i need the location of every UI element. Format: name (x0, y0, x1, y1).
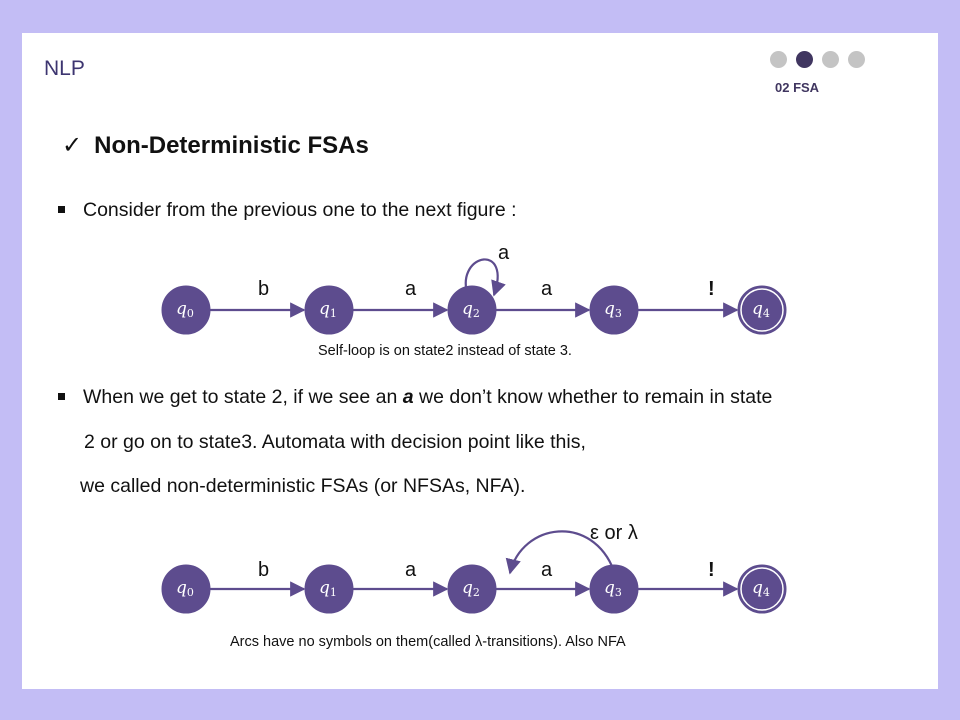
transition-label: a (541, 559, 553, 581)
progress-dot-3 (822, 51, 839, 68)
bullet-2-text-b: we don’t know whether to remain in state (413, 386, 773, 408)
transition-label: a (541, 278, 553, 300)
bullet-square-icon (58, 393, 65, 400)
header-label: NLP (44, 57, 85, 80)
state-circle (304, 564, 354, 614)
state-circle (589, 564, 639, 614)
state-node: q0 (161, 564, 211, 614)
self-loop-label: a (498, 242, 510, 264)
transition-label: b (258, 559, 269, 581)
state-circle (161, 285, 211, 335)
bullet-1-text: Consider from the previous one to the ne… (83, 199, 517, 221)
state-node: q1 (304, 285, 354, 335)
self-loop-arc (464, 258, 506, 297)
state-node: q3 (589, 564, 639, 614)
state-node: q0 (161, 285, 211, 335)
check-icon: ✓ (62, 132, 83, 159)
state-node: q3 (589, 285, 639, 335)
transition-label: a (405, 559, 417, 581)
section-tag: 02 FSA (775, 80, 820, 95)
state-node: q2 (447, 564, 497, 614)
bullet-square-icon (58, 206, 65, 213)
state-circle (589, 285, 639, 335)
state-node: q2 (447, 285, 497, 335)
state-circle (447, 564, 497, 614)
lambda-back-arc (505, 530, 616, 575)
bullet-2: When we get to state 2, if we see an a w… (58, 386, 772, 409)
state-node: q1 (304, 564, 354, 614)
diagram-2-caption: Arcs have no symbols on them(called λ-tr… (230, 634, 626, 650)
state-node: q4 (737, 564, 787, 614)
diagram-1-caption: Self-loop is on state2 instead of state … (318, 343, 572, 359)
accept-ring (740, 567, 784, 611)
bullet-2-emph: a (402, 386, 414, 408)
state-circle (737, 564, 787, 614)
bullet-2-line-3: we called non-deterministic FSAs (or NFS… (80, 475, 526, 497)
diagram-2: b a a! q0 q1 q2 q3 q4 ε or λ (161, 522, 787, 614)
progress-dot-4 (848, 51, 865, 68)
state-circle (447, 285, 497, 335)
transition-label: b (258, 278, 269, 300)
state-circle (304, 285, 354, 335)
slide-heading: ✓ Non-Deterministic FSAs (62, 131, 369, 160)
progress-dot-2 (796, 51, 813, 68)
transition-label: ! (708, 278, 715, 300)
slide: NLP 02 FSA ✓ Non-Deterministic FSAs Consi… (22, 33, 938, 689)
bullet-2-line-2: 2 or go on to state3. Automata with deci… (84, 431, 586, 453)
transition-label: a (405, 278, 417, 300)
state-circle (161, 564, 211, 614)
state-node: q4 (737, 285, 787, 335)
state-circle (737, 285, 787, 335)
lambda-label: ε or λ (590, 522, 638, 544)
bullet-1: Consider from the previous one to the ne… (58, 199, 517, 222)
progress-dot-1 (770, 51, 787, 68)
bullet-2-text-a: When we get to state 2, if we see an (83, 386, 403, 408)
heading-text: Non-Deterministic FSAs (94, 132, 369, 159)
transition-label: ! (708, 559, 715, 581)
accept-ring (740, 288, 784, 332)
diagram-1: b a a! q0 q1 q2 q3 q4 a (161, 242, 787, 335)
